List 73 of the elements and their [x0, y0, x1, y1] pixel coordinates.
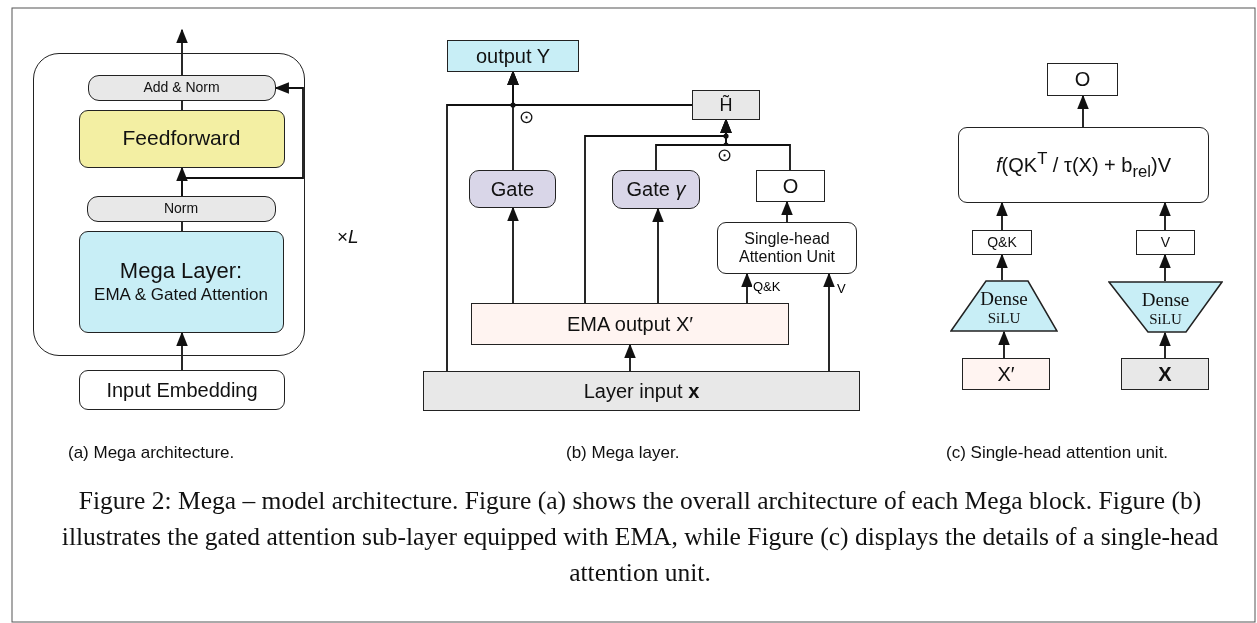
- box-label: Q&K: [987, 234, 1017, 251]
- layer-label: Dense: [1141, 289, 1190, 312]
- box-label: O: [782, 174, 799, 198]
- box-label: EMA output X′: [566, 312, 693, 336]
- arrow: [1159, 201, 1171, 231]
- box-label: Input Embedding: [106, 378, 258, 402]
- norm-box: [86, 195, 276, 222]
- arrow: [446, 70, 519, 372]
- box-label: Feedforward: [122, 126, 241, 151]
- arrow: [624, 343, 636, 372]
- arrow: [996, 201, 1008, 231]
- figure-caption: Figure 2: Mega – model architecture. Figure (a) shows the overall architecture of each Mega block. Figure (b) illustrates the gated attention sub-layer equipped with EMA, while Figure (c) displays the details of a single-head attention unit.: [60, 485, 1220, 589]
- arrow: [652, 207, 664, 304]
- process-box: [78, 230, 284, 333]
- box-label: V: [1160, 234, 1171, 251]
- arrow: [1159, 331, 1171, 359]
- subfigure-caption: (a) Mega architecture.: [68, 444, 235, 461]
- subfigure-caption: (b) Mega layer.: [566, 444, 680, 461]
- box-label: X: [1158, 362, 1172, 386]
- gate-box: [612, 170, 700, 209]
- arrow: [741, 272, 753, 304]
- arrow: [1077, 94, 1089, 128]
- output-box: [447, 40, 579, 72]
- box-label: Layer input x: [583, 379, 700, 403]
- box-label: Single-head Attention Unit: [737, 229, 837, 267]
- process-box: [717, 222, 857, 274]
- process-box: [972, 230, 1032, 255]
- arrow: [507, 206, 519, 304]
- edge-label: V: [836, 282, 847, 295]
- operator-symbol: ⊙: [717, 146, 732, 164]
- input-box: [471, 303, 789, 345]
- norm-box: [87, 74, 276, 101]
- arrow: [998, 330, 1010, 359]
- operator-symbol: ⊙: [519, 108, 534, 126]
- arrow: [181, 82, 304, 197]
- input-box: [962, 358, 1050, 390]
- activation-label: SiLU: [987, 310, 1021, 328]
- input-box: [692, 90, 760, 120]
- box-label: Norm: [163, 200, 199, 217]
- box-label: EMA & Gated Attention: [94, 285, 268, 305]
- arrow: [176, 28, 188, 76]
- gate-box: [469, 170, 556, 208]
- box-label: f(QK$^{T}$ / τ(X) + b$_{rel}$)V: [996, 149, 1171, 181]
- box-label: O: [1074, 68, 1091, 91]
- input-box: [1121, 358, 1209, 390]
- process-box: [1047, 63, 1118, 96]
- process-box: [78, 109, 285, 168]
- box-label: H̃: [719, 94, 733, 116]
- repeat-label: ×L: [337, 226, 359, 248]
- box-label: output Y: [475, 44, 551, 68]
- arrow: [1159, 253, 1171, 282]
- process-box: [1136, 230, 1195, 255]
- box-label: X′: [997, 362, 1015, 386]
- arrow: [996, 253, 1008, 281]
- box-title: Mega Layer:: [119, 258, 243, 284]
- process-box: [756, 170, 825, 202]
- process-box: [79, 370, 285, 410]
- box-label: Gate γ: [626, 178, 686, 201]
- input-box: [423, 371, 860, 411]
- box-label: Gate: [490, 177, 535, 201]
- dense-trapezoid: [950, 280, 1058, 332]
- arrow: [823, 272, 835, 372]
- process-box: [958, 127, 1209, 203]
- dense-trapezoid: [1108, 281, 1223, 333]
- subfigure-caption: (c) Single-head attention unit.: [946, 444, 1169, 461]
- box-label: Add & Norm: [143, 79, 220, 96]
- edge-label: Q&K: [752, 280, 782, 293]
- block-frame: [33, 53, 305, 356]
- arrow: [781, 200, 793, 223]
- activation-label: SiLU: [1149, 311, 1182, 329]
- layer-label: Dense: [980, 288, 1028, 311]
- arrow: [720, 118, 791, 171]
- arrow: [176, 331, 188, 371]
